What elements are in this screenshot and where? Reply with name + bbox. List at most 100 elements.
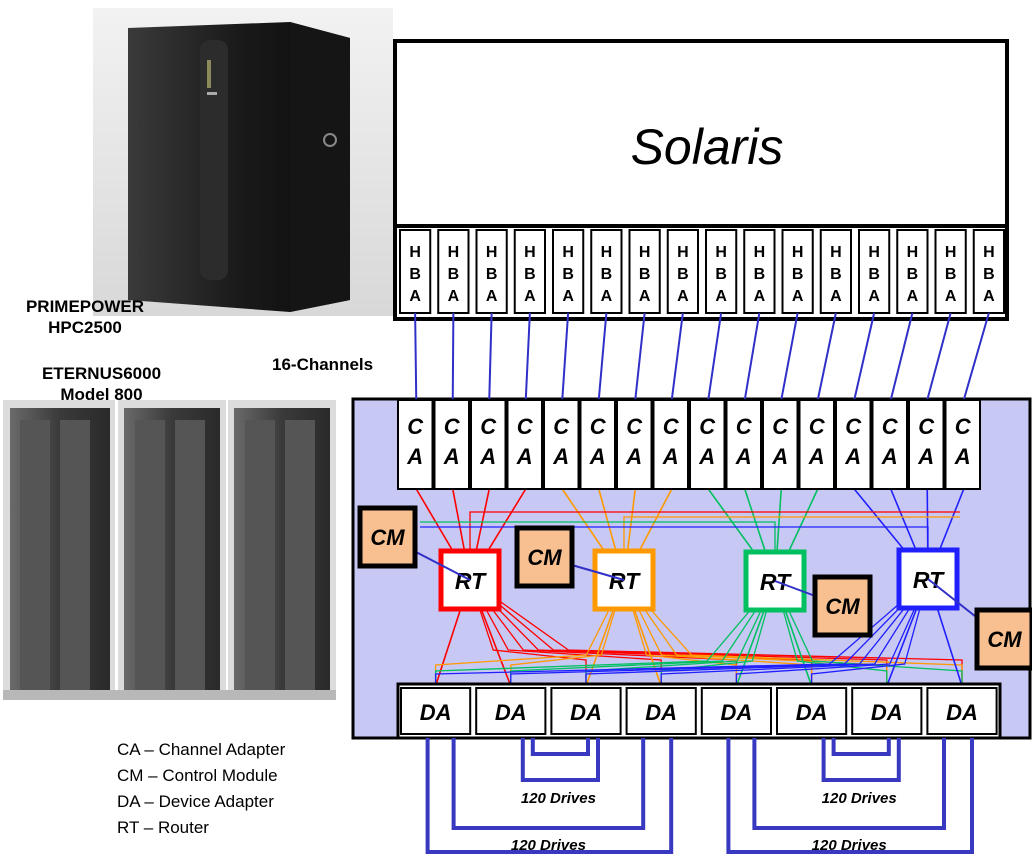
- da-cell-box: [475, 687, 547, 735]
- ca-label-char: C: [882, 414, 899, 439]
- ca-cell: CA: [944, 399, 981, 490]
- hba-cell: HBA: [590, 229, 623, 314]
- ca-label-char: C: [480, 414, 497, 439]
- hba-cell-box: [552, 229, 585, 314]
- ca-label-char: C: [553, 414, 570, 439]
- hba-label-char: A: [907, 288, 919, 305]
- channel-link: [597, 312, 608, 401]
- da-cell-box: [625, 687, 697, 735]
- ca-label-char: A: [406, 444, 423, 469]
- hba-cell: HBA: [743, 229, 776, 314]
- ca-label-char: A: [479, 444, 496, 469]
- da-cell-box: [926, 687, 998, 735]
- channel-link: [634, 312, 646, 401]
- legend: CA – Channel Adapter CM – Control Module…: [117, 737, 285, 841]
- hba-label-char: B: [524, 266, 536, 283]
- hba-cell-box: [934, 229, 967, 314]
- hba-label-char: A: [601, 288, 613, 305]
- channel-link: [670, 312, 684, 401]
- ca-label-char: C: [517, 414, 534, 439]
- ca-cell: CA: [871, 399, 908, 490]
- da-cell: DA: [926, 687, 998, 735]
- ca-cell: CA: [579, 399, 616, 490]
- hba-cell: HBA: [399, 229, 432, 314]
- da-label: DA: [495, 700, 527, 725]
- hba-label-char: H: [562, 244, 574, 261]
- ca-cell-box: [871, 399, 908, 490]
- hba-label-char: A: [448, 288, 460, 305]
- ca-cell-box: [616, 399, 653, 490]
- drive-loop: [752, 738, 946, 830]
- ca-cell-box: [835, 399, 872, 490]
- solaris-title: Solaris: [631, 119, 784, 175]
- control-module: CM: [514, 525, 575, 589]
- channel-link: [707, 312, 723, 401]
- da-label: DA: [796, 700, 828, 725]
- router-cross-link: [469, 511, 960, 560]
- hba-cell: HBA: [437, 229, 470, 314]
- ca-cell-box: [798, 399, 835, 490]
- ca-cell-box: [725, 399, 762, 490]
- hba-cell-box: [972, 229, 1005, 314]
- ca-label-char: A: [662, 444, 679, 469]
- da-cell-box: [700, 687, 772, 735]
- hba-label-char: A: [754, 288, 766, 305]
- router-cross-link: [420, 521, 776, 561]
- hba-cell: HBA: [552, 229, 585, 314]
- hba-cell: HBA: [705, 229, 738, 314]
- channel-link: [743, 312, 761, 401]
- drive-loop: [821, 738, 901, 782]
- hba-label-char: B: [983, 266, 995, 283]
- ca-label-char: C: [590, 414, 607, 439]
- ca-label-char: A: [881, 444, 898, 469]
- hba-label-char: H: [983, 244, 995, 261]
- hba-cell: HBA: [896, 229, 929, 314]
- hba-label-char: A: [945, 288, 957, 305]
- hba-cell-box: [475, 229, 508, 314]
- channels-label: 16-Channels: [272, 355, 374, 374]
- hba-label-char: H: [868, 244, 880, 261]
- ca-cell-box: [944, 399, 981, 490]
- hba-label-char: B: [715, 266, 727, 283]
- ca-cell: CA: [908, 399, 945, 490]
- channel-link: [451, 312, 455, 401]
- hba-label-char: B: [754, 266, 766, 283]
- hba-label-char: A: [639, 288, 651, 305]
- drive-loop: [831, 738, 891, 756]
- hba-cell: HBA: [513, 229, 546, 314]
- hba-cell-box: [781, 229, 814, 314]
- da-cell: DA: [851, 687, 923, 735]
- hba-cell-box: [666, 229, 699, 314]
- hba-label-char: B: [486, 266, 498, 283]
- hba-cell: HBA: [858, 229, 891, 314]
- control-module-box: [974, 607, 1032, 671]
- da-cell: DA: [475, 687, 547, 735]
- ca-label-char: C: [699, 414, 716, 439]
- hba-label-char: H: [524, 244, 536, 261]
- hba-cell: HBA: [819, 229, 852, 314]
- ca-label-char: A: [443, 444, 460, 469]
- hba-cell-box: [743, 229, 776, 314]
- hba-cell-box: [628, 229, 661, 314]
- legend-da: DA – Device Adapter: [117, 792, 274, 811]
- drive-loop: [451, 738, 646, 830]
- router-da-link: [434, 578, 929, 686]
- ca-label-char: A: [808, 444, 825, 469]
- hba-label-char: B: [639, 266, 651, 283]
- hba-cell-box: [590, 229, 623, 314]
- drive-loop: [726, 738, 974, 854]
- legend-rt: RT – Router: [117, 818, 209, 837]
- ca-label-char: C: [845, 414, 862, 439]
- drive-loop: [530, 738, 590, 756]
- hba-cell: HBA: [666, 229, 699, 314]
- ca-label-char: C: [626, 414, 643, 439]
- legend-cm: CM – Control Module: [117, 766, 278, 785]
- ca-label-char: A: [735, 444, 752, 469]
- router-cross-link: [623, 516, 960, 560]
- ca-label-char: A: [844, 444, 861, 469]
- hba-label-char: B: [677, 266, 689, 283]
- hba-label-char: H: [677, 244, 689, 261]
- hba-cell-box: [858, 229, 891, 314]
- hba-cell: HBA: [781, 229, 814, 314]
